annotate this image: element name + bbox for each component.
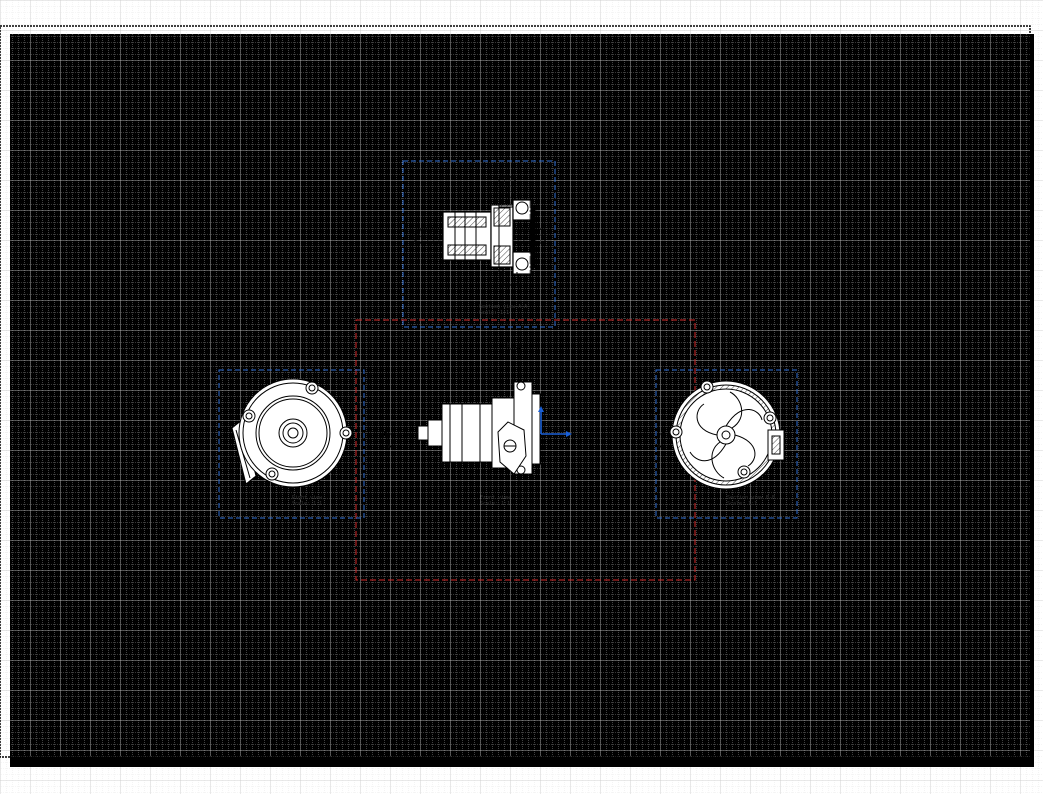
section-view-aa[interactable]: Section view A-A Scale: 1:1: [402, 160, 556, 328]
right-view-title: Right view: [292, 495, 323, 501]
section-mark-a-right: A: [658, 444, 661, 450]
front-view-drawing: [417, 381, 541, 475]
section-view-aa-frame[interactable]: [402, 160, 556, 328]
right-view-scale: Scale: 1:1: [292, 501, 322, 507]
right-view[interactable]: Right view Scale: 1:1: [218, 369, 365, 519]
front-view-title: Front view: [480, 495, 511, 501]
section-view-bb-title: Section view B-B: [727, 495, 775, 501]
section-aa-drawing: [414, 172, 546, 300]
right-view-drawing: [231, 378, 353, 488]
front-view[interactable]: A A B B: [355, 319, 696, 581]
section-bb-drawing: [669, 380, 785, 490]
section-mark-b-top: B: [507, 343, 510, 349]
front-view-scale: Scale: 1:1: [480, 501, 510, 507]
section-mark-a-left: A: [388, 444, 391, 450]
section-view-bb-frame[interactable]: [655, 369, 798, 519]
section-view-aa-scale: Scale: 1:1: [479, 310, 509, 316]
axis-indicator-icon[interactable]: [538, 406, 572, 437]
section-mark-b-bottom: B: [507, 550, 510, 556]
right-view-frame[interactable]: [218, 369, 365, 519]
section-view-aa-title: Section view A-A: [479, 304, 527, 310]
section-view-bb-scale: Scale: 1:1: [727, 501, 757, 507]
section-view-bb[interactable]: Section view B-B Scale: 1:1: [655, 369, 798, 519]
